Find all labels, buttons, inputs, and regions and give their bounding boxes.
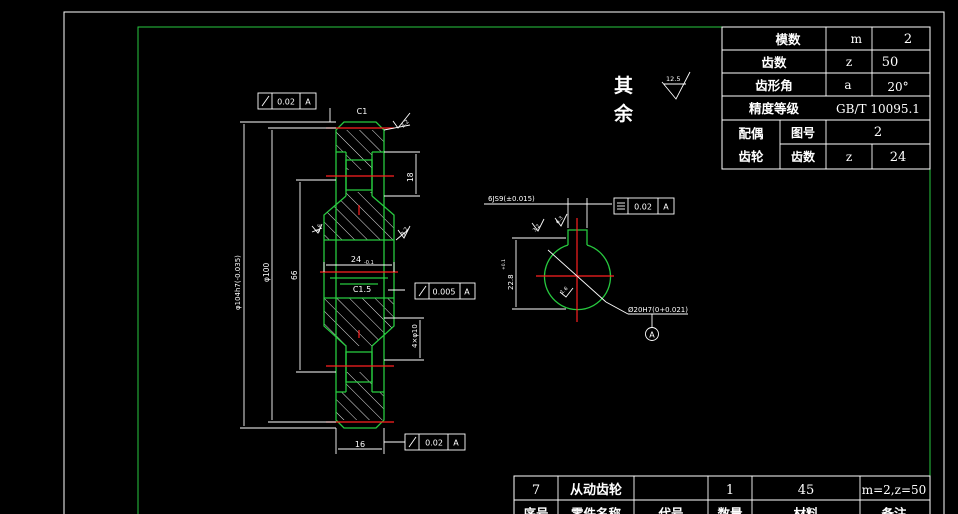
- roughness-general-symbol: 12.5: [661, 71, 691, 100]
- part-material: 45: [798, 483, 815, 498]
- bore-length-tol: -0.1: [364, 260, 374, 266]
- tol-bottom-value: 0.02: [425, 439, 443, 448]
- rough-3-2-key: 3.2: [532, 223, 542, 233]
- inner-frame: [137, 26, 931, 514]
- datum-a-marker: A: [645, 327, 659, 341]
- param-value-module: 2: [904, 32, 912, 47]
- mate-gear-label-2: 齿轮: [738, 149, 764, 164]
- tol-frame-top: 0.02 A: [257, 92, 317, 110]
- param-symbol-module: m: [851, 32, 863, 46]
- hub-end-view: [484, 198, 688, 328]
- param-symbol-teeth: z: [846, 55, 852, 69]
- header-qty: 数量: [716, 506, 743, 514]
- gear-parameter-table: 模数 m 2 齿数 z 50 齿形角 a 20° 精度等级 GB/T 10095…: [721, 26, 931, 170]
- part-name: 从动齿轮: [570, 482, 622, 498]
- roughness-marks: [311, 112, 411, 239]
- keyway-depth-label: 22.8: [507, 274, 515, 290]
- tol-bottom-datum: A: [453, 439, 459, 448]
- param-value-grade: GB/T 10095.1: [836, 102, 920, 116]
- keyway-width-label: 6JS9(±0.015): [488, 195, 535, 203]
- tol-top-value: 0.02: [277, 98, 295, 107]
- chamfer-top-label: C1: [357, 107, 368, 116]
- title-block: 7 从动齿轮 1 45 m=2,z=50 序号 零件名称 代号 数量 材料 备注: [513, 475, 931, 514]
- roughness-general-value: 12.5: [666, 75, 680, 83]
- mate-teeth-value: 24: [890, 150, 907, 165]
- bore-length-label: 24: [351, 255, 361, 264]
- part-note: m=2,z=50: [862, 483, 927, 497]
- header-note: 备注: [880, 506, 907, 514]
- other-surfaces-label-1: 其: [614, 75, 633, 97]
- outer-border: [63, 11, 945, 514]
- tol-sym-datum: A: [663, 203, 669, 212]
- header-name: 零件名称: [570, 506, 622, 514]
- web-dim-label: 18: [406, 172, 415, 182]
- tip-diameter-label: φ104h7(-0.035): [234, 255, 242, 310]
- param-label-teeth: 齿数: [761, 55, 787, 70]
- tol-sym-value: 0.02: [634, 203, 652, 212]
- dimension-lines: [240, 108, 424, 454]
- rough-3-2-b: 3.2: [401, 226, 411, 237]
- param-value-teeth: 50: [882, 55, 899, 70]
- holes-dim-label: 4×φ10: [411, 324, 419, 348]
- param-label-angle: 齿形角: [755, 78, 793, 93]
- header-material: 材料: [792, 506, 819, 514]
- width-dim-label: 16: [355, 440, 365, 449]
- keyway-depth-tol: +0.1: [501, 259, 507, 270]
- param-value-angle: 20°: [887, 80, 908, 94]
- header-index: 序号: [523, 506, 548, 514]
- rough-6-3-key: 6.3: [555, 215, 565, 225]
- part-index: 7: [532, 483, 540, 498]
- svg-text:A: A: [649, 331, 655, 340]
- rough-3-2-a: 3.2: [400, 119, 410, 129]
- other-surfaces-label-2: 余: [613, 102, 634, 125]
- mate-gear-label-1: 配偶: [738, 126, 763, 141]
- param-symbol-angle: a: [844, 78, 851, 92]
- tol-top-datum: A: [305, 98, 311, 107]
- mate-drawing-no-label: 图号: [791, 125, 815, 140]
- part-qty: 1: [726, 483, 734, 498]
- tol-frame-symmetry: 0.02 A: [613, 197, 675, 215]
- header-code: 代号: [657, 506, 683, 514]
- param-label-grade: 精度等级: [749, 101, 800, 116]
- gear-section-view: [320, 121, 398, 429]
- param-label-module: 模数: [775, 32, 801, 47]
- tol-mid-value: 0.005: [433, 288, 456, 297]
- tol-frame-bottom: 0.02 A: [404, 433, 466, 451]
- mate-teeth-symbol: z: [846, 150, 852, 164]
- mate-drawing-no-value: 2: [874, 125, 882, 140]
- bore-diameter-label: Ø20H7(0+0.021): [628, 306, 688, 314]
- chamfer-inner-label: C1.5: [353, 285, 371, 294]
- mate-teeth-label: 齿数: [791, 149, 816, 164]
- root-dim-label: 66: [290, 270, 299, 280]
- rough-1-6-bore: 1.6: [559, 286, 569, 296]
- pitch-diameter-label: φ100: [262, 263, 271, 282]
- tol-mid-datum: A: [464, 288, 470, 297]
- tol-frame-mid: 0.005 A: [414, 282, 476, 300]
